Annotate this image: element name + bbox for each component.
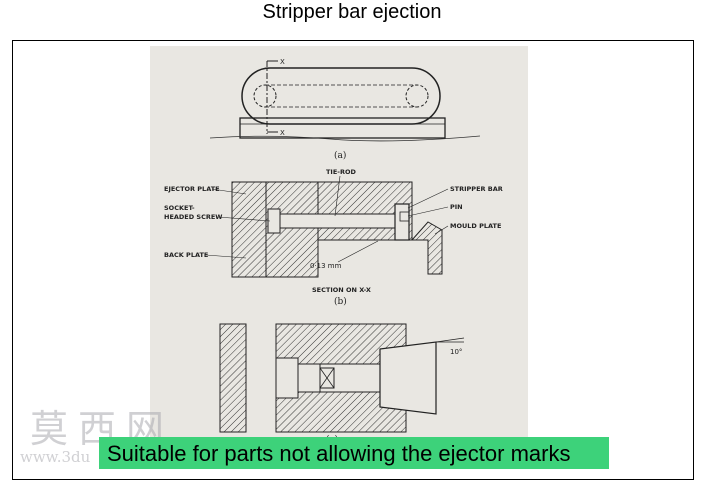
label-socket-headed-screw-2: HEADED SCREW bbox=[164, 213, 222, 221]
label-stripper-bar: STRIPPER BAR bbox=[450, 185, 503, 193]
watermark-url: www.3du bbox=[20, 448, 91, 466]
caption-text: Suitable for parts not allowing the ejec… bbox=[107, 441, 571, 466]
tie-rod bbox=[274, 213, 396, 229]
view-c: 10° (c) bbox=[219, 323, 465, 445]
label-section: SECTION ON X-X bbox=[312, 286, 371, 294]
label-ejector-plate: EJECTOR PLATE bbox=[164, 185, 220, 193]
view-b: EJECTOR PLATE TIE-ROD SOCKET- HEADED SCR… bbox=[164, 168, 503, 307]
rod-head bbox=[275, 357, 299, 399]
label-mould-plate: MOULD PLATE bbox=[450, 222, 501, 230]
stripper-bar-diagram: X X (a) EJECTOR PLATE TIE-ROD SOCKET- HE… bbox=[164, 58, 503, 445]
label-socket-headed-screw-1: SOCKET- bbox=[164, 204, 195, 212]
stripper-bar-outline bbox=[241, 67, 441, 125]
label-a: (a) bbox=[334, 150, 346, 161]
label-back-plate: BACK PLATE bbox=[164, 251, 208, 259]
pin-hole-right bbox=[405, 84, 429, 108]
stripper-cone bbox=[379, 341, 437, 415]
label-b: (b) bbox=[334, 296, 347, 307]
label-pin: PIN bbox=[450, 203, 463, 211]
pin-hole-left bbox=[253, 84, 277, 108]
caption-banner: Suitable for parts not allowing the ejec… bbox=[99, 437, 609, 469]
label-tie-rod: TIE-ROD bbox=[326, 168, 357, 176]
slide-title: Stripper bar ejection bbox=[262, 1, 442, 23]
label-clearance: 0·13 mm bbox=[310, 262, 342, 270]
ejector-plate bbox=[231, 181, 267, 278]
scanned-diagram: X X (a) EJECTOR PLATE TIE-ROD SOCKET- HE… bbox=[150, 46, 528, 469]
view-a: X X (a) bbox=[209, 58, 481, 161]
axis-label-top: X bbox=[280, 58, 285, 66]
axis-label-bottom: X bbox=[280, 129, 285, 137]
left-plate bbox=[219, 323, 247, 433]
stripper-bar bbox=[394, 203, 410, 241]
label-angle: 10° bbox=[450, 348, 462, 356]
mould-plate-edge bbox=[239, 117, 446, 139]
pin bbox=[399, 211, 410, 222]
mould-plate bbox=[410, 221, 443, 275]
